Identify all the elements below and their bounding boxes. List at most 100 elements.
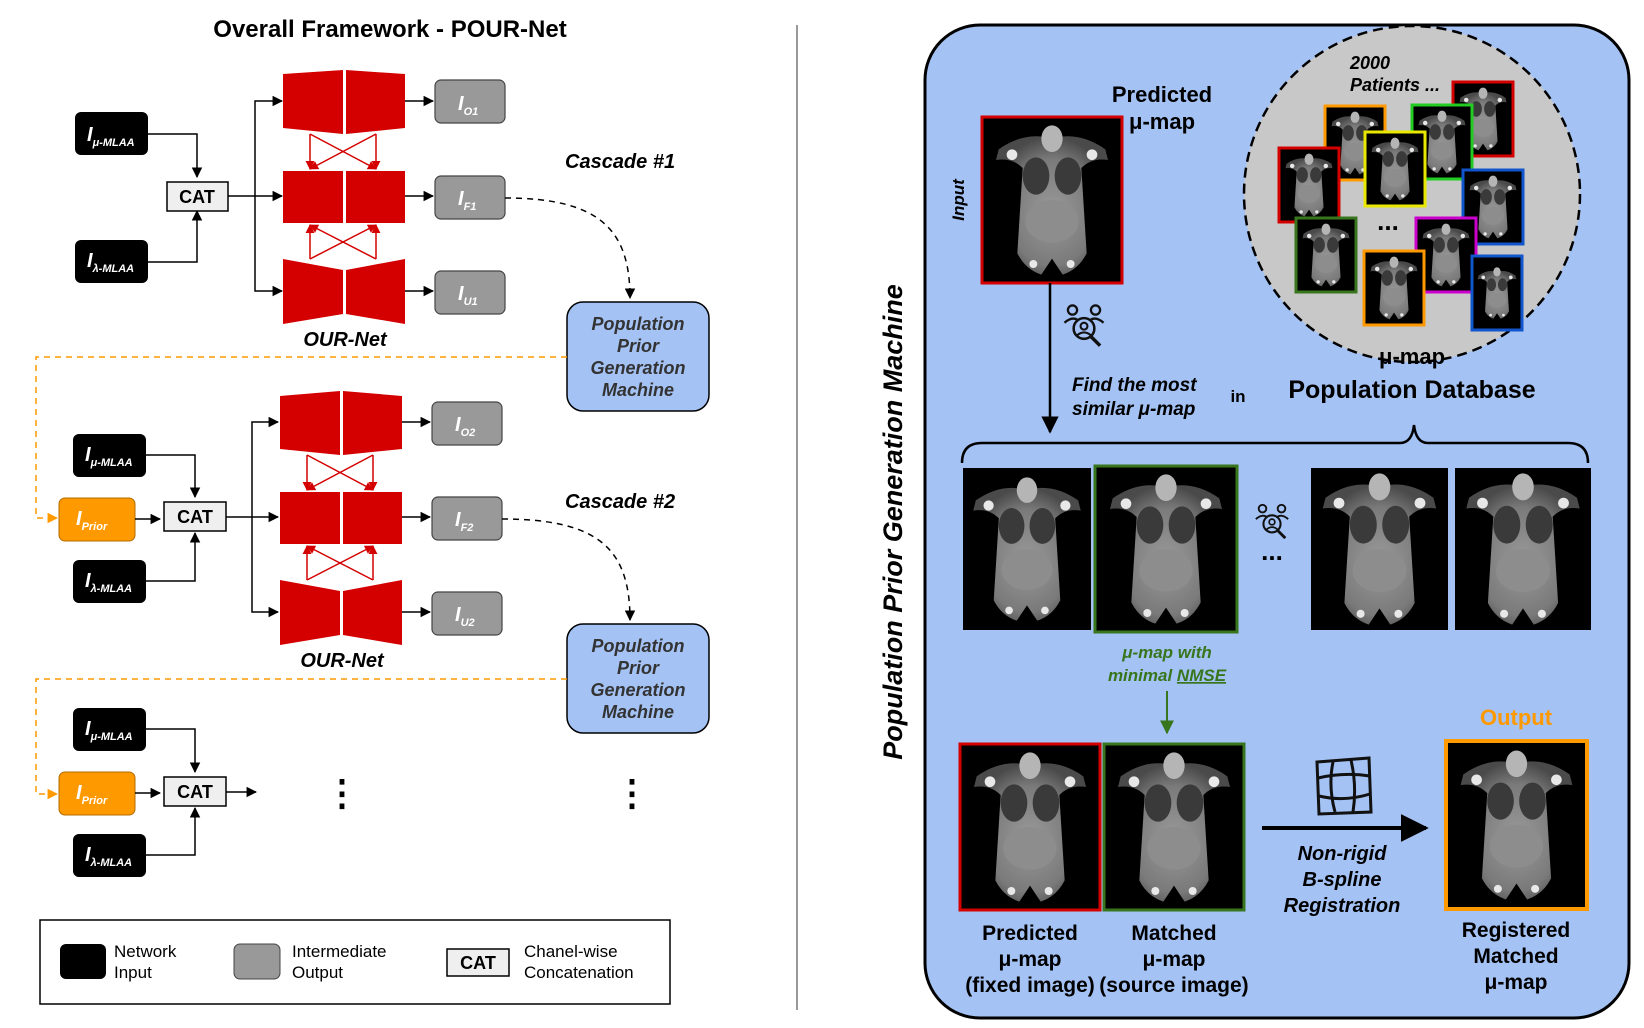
database-mumap-label: μ-map: [1379, 344, 1445, 369]
database-thumbnails: [1277, 80, 1525, 332]
output-o2: IO2: [431, 401, 503, 446]
candidate-image-1: [963, 468, 1091, 630]
selection-brace: [960, 424, 1590, 464]
ournet-2-undercomplete: [280, 580, 402, 645]
population-database-title: Population Database: [1288, 376, 1535, 404]
svg-text:Input: Input: [114, 963, 152, 982]
legend-swatch-cat: [446, 948, 510, 977]
svg-text:minimal NMSE: minimal NMSE: [1108, 666, 1227, 685]
input-mu-mlaa-3: Iμ-MLAA: [73, 708, 146, 751]
output-f1: IF1: [434, 175, 506, 220]
svg-text:Registration: Registration: [1284, 895, 1401, 917]
svg-text:μ-map: μ-map: [1142, 948, 1205, 971]
database-dots: ...: [1377, 206, 1399, 236]
input-mu-mlaa-1: Iμ-MLAA: [75, 112, 148, 155]
svg-text:IPrior: IPrior: [76, 782, 108, 807]
population-database: 2000 Patients ... ... μ-map: [1242, 24, 1582, 369]
svg-text:Machine: Machine: [602, 702, 674, 722]
output-u1: IU1: [434, 270, 506, 315]
minimal-nmse-label: μ-map with: [1121, 643, 1212, 662]
feedback-path-2: [35, 678, 567, 800]
ournet-1-label: OUR-Net: [303, 329, 388, 351]
fixed-image: [958, 742, 1102, 912]
legend-intermediate-output: Intermediate: [292, 942, 387, 961]
caption-predicted: Predicted: [982, 922, 1078, 945]
ournet-1-overcomplete: [283, 70, 405, 134]
candidate-image-4: [1455, 468, 1591, 630]
ournet-2-fusion: [280, 492, 402, 544]
ppgm-vertical-title: Population Prior Generation Machine: [878, 284, 908, 760]
input-prior-3: IPrior: [58, 771, 136, 816]
svg-text:Prior: Prior: [617, 336, 660, 356]
svg-text:CAT: CAT: [177, 782, 213, 802]
svg-text:Iλ-MLAA: Iλ-MLAA: [87, 250, 134, 275]
svg-text:Patients ...: Patients ...: [1350, 75, 1440, 95]
svg-text:IO2: IO2: [455, 414, 475, 439]
svg-text:IF2: IF2: [455, 509, 473, 534]
input-lambda-mlaa-3: Iλ-MLAA: [73, 834, 146, 877]
svg-text:μ-map: μ-map: [1484, 971, 1547, 994]
output-label: Output: [1480, 705, 1553, 730]
legend-chanel-concat: Chanel-wise: [524, 942, 618, 961]
ournet-2-cross-links: [302, 454, 378, 581]
predicted-mumap-image: [980, 115, 1124, 285]
cascade-2-label: Cascade #2: [565, 491, 675, 513]
left-title: Overall Framework - POUR-Net: [213, 16, 566, 43]
legend-swatch-intermediate: [233, 943, 281, 980]
svg-text:Iλ-MLAA: Iλ-MLAA: [85, 844, 132, 869]
legend-swatch-network-input: [60, 944, 106, 979]
ournet-1-cross-links: [305, 133, 381, 260]
svg-text:Iμ-MLAA: Iμ-MLAA: [87, 124, 135, 149]
svg-text:Machine: Machine: [602, 380, 674, 400]
ellipsis-ppgm: ⋮: [614, 772, 650, 813]
svg-text:IPrior: IPrior: [76, 508, 108, 533]
svg-text:Matched: Matched: [1473, 945, 1558, 968]
caption-registered: Registered: [1462, 919, 1571, 942]
svg-text:Iμ-MLAA: Iμ-MLAA: [85, 718, 133, 743]
in-label: in: [1230, 387, 1245, 406]
svg-text:Generation: Generation: [590, 680, 685, 700]
ppgm-box-2: Population Prior Generation Machine: [566, 623, 710, 734]
svg-text:Iμ-MLAA: Iμ-MLAA: [85, 444, 133, 469]
registration-label: Non-rigid: [1298, 843, 1388, 865]
find-label: Find the most: [1072, 375, 1197, 396]
registration-grid-icon: [1315, 756, 1373, 816]
input-lambda-mlaa-2: Iλ-MLAA: [73, 560, 146, 603]
svg-text:Population: Population: [592, 636, 685, 656]
svg-text:2000: 2000: [1349, 53, 1390, 73]
svg-text:μ-map: μ-map: [998, 948, 1061, 971]
svg-text:CAT: CAT: [177, 507, 213, 527]
ppgm-box-1: Population Prior Generation Machine: [566, 301, 710, 412]
cat-block-1: CAT: [166, 181, 229, 212]
cascade-1: Iμ-MLAA Iλ-MLAA CAT: [75, 70, 710, 412]
svg-text:similar μ-map: similar μ-map: [1072, 399, 1195, 420]
cascade-3: Iμ-MLAA IPrior Iλ-MLAA CAT ⋮ ⋮: [58, 708, 650, 877]
svg-text:IU2: IU2: [455, 604, 475, 629]
input-lambda-mlaa-1: Iλ-MLAA: [75, 240, 148, 283]
svg-text:Prior: Prior: [617, 658, 660, 678]
svg-text:μ-map: μ-map: [1129, 109, 1195, 134]
svg-text:B-spline: B-spline: [1303, 869, 1382, 891]
legend-network-input: Network: [114, 942, 177, 961]
input-label: Input: [949, 178, 968, 221]
legend: Network Input Intermediate Output CAT Ch…: [39, 919, 671, 1005]
output-f2: IF2: [431, 496, 503, 541]
svg-text:Population: Population: [592, 314, 685, 334]
output-o1: IO1: [434, 79, 506, 124]
cat-block-2: CAT: [163, 501, 227, 532]
svg-text:(source image): (source image): [1099, 974, 1248, 997]
input-prior-2: IPrior: [58, 497, 136, 542]
caption-matched: Matched: [1131, 922, 1216, 945]
ellipsis-network: ⋮: [324, 772, 360, 813]
registered-output-image: [1444, 739, 1589, 911]
output-u2: IU2: [431, 591, 503, 636]
input-mu-mlaa-2: Iμ-MLAA: [73, 434, 146, 477]
candidates-dots: ...: [1261, 536, 1283, 566]
svg-text:IU1: IU1: [458, 283, 478, 308]
candidate-image-3: [1311, 468, 1448, 630]
svg-text:IF1: IF1: [458, 188, 476, 213]
cascade-2: Iμ-MLAA IPrior Iλ-MLAA CAT: [58, 391, 710, 734]
ournet-1-fusion: [283, 171, 405, 223]
svg-text:(fixed image): (fixed image): [965, 974, 1095, 997]
